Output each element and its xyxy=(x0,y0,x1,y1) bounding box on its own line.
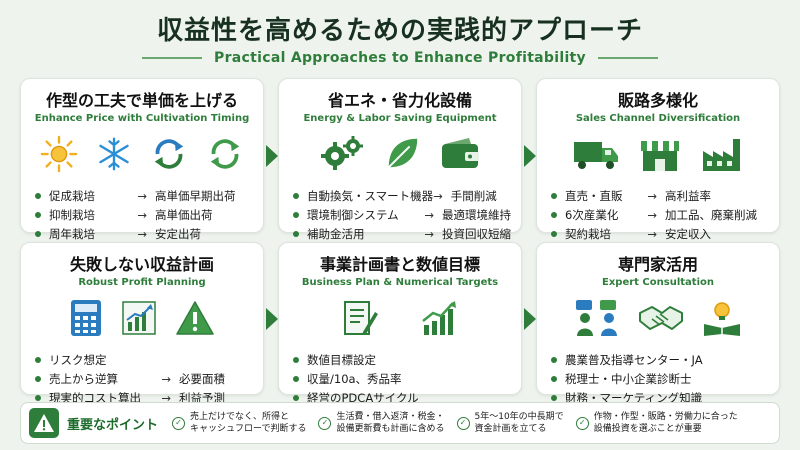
list-item: 周年栽培→安定出荷 xyxy=(31,224,253,243)
card-business-plan: 事業計画書と数値目標 Business Plan & Numerical Tar… xyxy=(278,242,522,405)
list-item: 農業普及指導センター・JA xyxy=(547,350,769,369)
chevron-right-icon xyxy=(524,145,536,167)
list-item: 財務・マーケティング知識 xyxy=(547,388,769,407)
sun-icon xyxy=(40,135,78,173)
consultation-icon xyxy=(576,300,617,336)
list-item: 税理士・中小企業診断士 xyxy=(547,369,769,388)
cycle-arrows-green-icon xyxy=(210,139,240,169)
store-icon xyxy=(641,141,679,171)
list-item: 補助金活用→投資回収短縮 xyxy=(289,224,511,243)
chevron-right-icon xyxy=(524,308,536,330)
list-item: 数値目標設定 xyxy=(289,350,511,369)
list-item: 6次産業化→加工品、廃棄削減 xyxy=(547,205,769,224)
cycle-arrows-blue-icon xyxy=(154,139,184,169)
warning-icon xyxy=(34,414,54,432)
truck-icon xyxy=(574,142,618,169)
card-subtitle: Business Plan & Numerical Targets xyxy=(301,277,499,288)
subtitle-rule-right xyxy=(597,57,658,59)
list-item: 抑制栽培→高単価出荷 xyxy=(31,205,253,224)
snowflake-icon xyxy=(99,137,129,171)
page-title: 収益性を高めるための実践的アプローチ xyxy=(156,16,643,46)
document-pen-icon xyxy=(344,301,378,335)
key-points-title: 重要なポイント xyxy=(67,417,159,433)
check-icon: ✓ xyxy=(456,416,470,430)
check-icon: ✓ xyxy=(575,416,589,430)
card-title: 省エネ・省力化設備 xyxy=(327,91,472,110)
trend-chart-icon xyxy=(422,301,456,335)
card-title: 事業計画書と数値目標 xyxy=(319,255,480,274)
card-subtitle: Robust Profit Planning xyxy=(78,277,206,288)
subtitle-row: Practical Approaches to Enhance Profitab… xyxy=(0,48,800,68)
card-energy-saving: 省エネ・省力化設備 Energy & Labor Saving Equipmen… xyxy=(278,78,522,241)
card-subtitle: Enhance Price with Cultivation Timing xyxy=(34,113,250,124)
key-points-bar: 重要なポイント ✓ 売上だけでなく、所得とキャッシュフローで判断する ✓ 生活費… xyxy=(20,402,780,444)
list-item: 促成栽培→高単価早期出荷 xyxy=(31,186,253,205)
wallet-icon xyxy=(442,138,479,168)
card-title: 作型の工夫で単価を上げる xyxy=(45,91,238,110)
key-point: ✓ 作物・作型・販路・労働力に合った設備投資を選ぶことが重要 xyxy=(575,411,738,435)
calculator-icon xyxy=(71,300,101,336)
key-point: ✓ 生活費・借入返済・税金・設備更新費も計画に含める xyxy=(318,411,445,435)
check-icon: ✓ xyxy=(318,416,332,430)
handshake-icon xyxy=(639,306,683,330)
list-item: 売上から逆算→必要面積 xyxy=(31,369,253,388)
card-title: 販路多様化 xyxy=(617,91,698,110)
list-item: 経営のPDCAサイクル xyxy=(289,388,511,407)
check-icon: ✓ xyxy=(172,416,186,430)
list-item: リスク想定 xyxy=(31,350,253,369)
card-profit-planning: 失敗しない収益計画 Robust Profit Planning リスク想定 売… xyxy=(20,242,264,405)
card-cultivation-timing: 作型の工夫で単価を上げる Enhance Price with Cultivat… xyxy=(20,78,264,241)
list-item: 契約栽培→安定収入 xyxy=(547,224,769,243)
key-point: ✓ 売上だけでなく、所得とキャッシュフローで判断する xyxy=(172,411,306,435)
growth-chart-icon xyxy=(122,301,156,335)
card-title: 専門家活用 xyxy=(617,255,698,274)
subtitle-rule-left xyxy=(142,57,203,59)
gears-icon xyxy=(321,136,363,170)
chevron-right-icon xyxy=(266,145,278,167)
chevron-right-icon xyxy=(266,308,278,330)
card-subtitle: Sales Channel Diversification xyxy=(575,113,741,124)
card-title: 失敗しない収益計画 xyxy=(69,255,214,274)
card-subtitle: Expert Consultation xyxy=(602,277,714,288)
warning-icon xyxy=(176,301,214,335)
card-expert-consultation: 専門家活用 Expert Consultation 農業普及指導センター・JA … xyxy=(536,242,780,405)
factory-icon xyxy=(703,139,740,171)
list-item: 現実的コスト算出→利益予測 xyxy=(31,388,253,407)
list-item: 直売・直販→高利益率 xyxy=(547,186,769,205)
list-item: 自動換気・スマート機器→手間削減 xyxy=(289,186,511,205)
card-sales-channel: 販路多様化 Sales Channel Diversification 直売・直… xyxy=(536,78,780,241)
page-subtitle: Practical Approaches to Enhance Profitab… xyxy=(214,50,586,66)
key-point: ✓ 5年〜10年の中長期で資金計画を立てる xyxy=(456,411,564,435)
list-item: 環境制御システム→最適環境維持 xyxy=(289,205,511,224)
warning-badge xyxy=(29,408,59,438)
card-subtitle: Energy & Labor Saving Equipment xyxy=(303,113,497,124)
leaf-icon xyxy=(388,138,418,168)
book-idea-icon xyxy=(704,302,740,336)
list-item: 収量/10a、秀品率 xyxy=(289,369,511,388)
